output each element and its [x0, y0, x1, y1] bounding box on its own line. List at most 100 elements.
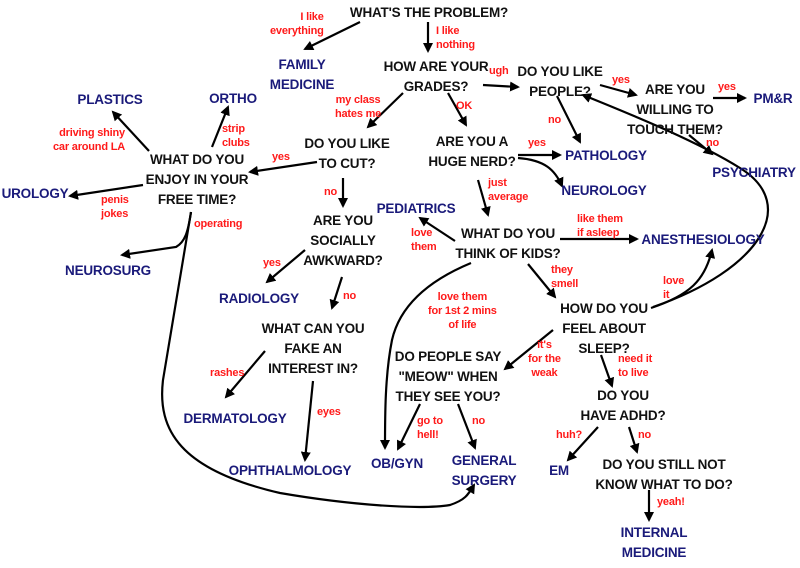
question-line: SOCIALLY — [310, 233, 376, 248]
result-internal-medicine: INTERNAL MEDICINE — [621, 523, 688, 563]
edge-label-line: no — [638, 429, 652, 441]
result-line: MEDICINE — [269, 77, 335, 92]
result-dermatology: DERMATOLOGY — [183, 409, 286, 429]
edge-label-line: yes — [718, 81, 736, 93]
edge-label-operating: operating — [194, 217, 243, 231]
question-line: INTEREST IN? — [268, 361, 358, 376]
edge-label-love-first-mins: love them for 1st 2 mins of life — [428, 290, 497, 332]
arrow-problem-family — [303, 21, 361, 50]
question-line: HOW DO YOU — [560, 301, 648, 316]
edge-label-line: hates me — [335, 108, 382, 120]
edge-label-adhd-no: no — [638, 428, 651, 442]
edge-label-line: huh? — [556, 429, 583, 441]
edge-label-just-average: just average — [488, 176, 528, 204]
arrow-meow-gensurg — [456, 403, 477, 450]
result-line: PM&R — [753, 91, 793, 106]
result-line: NEUROLOGY — [561, 183, 647, 198]
question-still-not-know: DO YOU STILL NOT KNOW WHAT TO DO? — [595, 455, 732, 495]
edge-label-cut-no: no — [324, 185, 337, 199]
result-line: NEUROSURG — [65, 263, 151, 278]
edge-label-line: no — [343, 290, 357, 302]
edge-label-line: for the — [528, 353, 561, 365]
question-line: ARE YOU — [313, 213, 373, 228]
question-line: ENJOY IN YOUR — [145, 172, 249, 187]
result-ophthalmology: OPHTHALMOLOGY — [229, 461, 352, 481]
result-line: GENERAL — [451, 453, 517, 468]
question-think-of-kids: WHAT DO YOU THINK OF KIDS? — [455, 224, 560, 264]
arrow-free-neurosurg — [120, 211, 193, 259]
edge-label-line: I like — [300, 11, 324, 23]
question-line: WHAT DO YOU — [460, 226, 556, 241]
edge-label-line: of life — [448, 319, 477, 331]
question-whats-the-problem: WHAT'S THE PROBLEM? — [350, 3, 508, 23]
question-line: THINK OF KIDS? — [455, 246, 561, 261]
arrow-free-gensurg — [161, 211, 476, 509]
question-sleep: HOW DO YOU FEEL ABOUT SLEEP? — [560, 299, 648, 359]
arrow-people-pathology — [556, 95, 581, 144]
edge-label-line: operating — [194, 218, 243, 230]
question-line: HAVE ADHD? — [580, 408, 666, 423]
edge-label-line: OK — [456, 100, 473, 112]
result-line: OPHTHALMOLOGY — [228, 463, 352, 478]
edge-label-penis-jokes: penis jokes — [101, 193, 129, 221]
arrow-free-urology — [68, 183, 144, 200]
edge-label-line: it's — [537, 339, 552, 351]
edge-label-nerd-yes: yes — [528, 136, 546, 150]
edge-label-people-no: no — [548, 113, 561, 127]
edge-label-line: yeah! — [657, 496, 685, 508]
result-line: ANESTHESIOLOGY — [641, 232, 765, 247]
edge-label-line: if asleep — [577, 227, 620, 239]
edge-label-line: jokes — [101, 208, 129, 220]
question-line: SLEEP? — [578, 341, 630, 356]
edge-label-love-them: love them — [411, 226, 437, 254]
result-line: INTERNAL — [620, 525, 688, 540]
edge-label-for-the-weak: it's for the weak — [528, 338, 561, 380]
arrow-nerd-kids — [476, 179, 491, 217]
result-line: DERMATOLOGY — [183, 411, 287, 426]
result-pathology: PATHOLOGY — [565, 146, 647, 166]
arrow-grades-people — [482, 81, 520, 92]
edge-label-like-if-asleep: like them if asleep — [577, 212, 623, 240]
edge-label-line: them — [411, 241, 437, 253]
edge-label-line: strip — [222, 123, 245, 135]
edge-label-people-yes: yes — [612, 73, 630, 87]
edge-label-awkward-no: no — [343, 289, 356, 303]
edge-label-ugh: ugh — [489, 64, 509, 78]
edge-label-line: love — [411, 227, 433, 239]
question-line: DO PEOPLE SAY — [394, 349, 502, 364]
arrow-meow-obgyn — [397, 403, 421, 451]
edge-label-line: yes — [528, 137, 546, 149]
edge-label-line: need it — [618, 353, 653, 365]
arrow-kids-obgyn — [380, 261, 472, 450]
result-ortho: ORTHO — [209, 89, 257, 109]
edge-label-driving-shiny-car: driving shiny car around LA — [53, 126, 125, 154]
arrow-kids-pediatrics — [418, 216, 456, 242]
edge-label-line: like them — [577, 213, 623, 225]
result-line: SURGERY — [451, 473, 517, 488]
question-line: HOW ARE YOUR — [383, 59, 489, 74]
result-line: PATHOLOGY — [565, 148, 647, 163]
result-obgyn: OB/GYN — [371, 454, 423, 474]
edge-label-line: go to — [417, 415, 443, 427]
question-line: TOUCH THEM? — [627, 122, 723, 137]
edge-label-line: my class — [335, 94, 381, 106]
question-free-time: WHAT DO YOU ENJOY IN YOUR FREE TIME? — [146, 150, 249, 210]
edge-label-line: no — [706, 137, 720, 149]
edge-label-go-to-hell: go to hell! — [417, 414, 443, 442]
question-line: TO CUT? — [318, 156, 376, 171]
arrow-adhd-em — [566, 426, 599, 462]
question-line: WHAT CAN YOU — [261, 321, 365, 336]
edge-label-line: penis — [101, 194, 129, 206]
edge-label-line: yes — [263, 257, 281, 269]
question-line: DO YOU LIKE — [517, 64, 603, 79]
edge-label-line: hell! — [417, 429, 439, 441]
result-line: UROLOGY — [1, 186, 69, 201]
question-line: FREE TIME? — [157, 192, 237, 207]
result-radiology: RADIOLOGY — [219, 289, 299, 309]
arrow-awkward-radiology — [265, 249, 306, 284]
question-line: WHAT'S THE PROBLEM? — [349, 5, 509, 20]
result-neurosurg: NEUROSURG — [65, 261, 151, 281]
question-socially-awkward: ARE YOU SOCIALLY AWKWARD? — [303, 211, 383, 271]
question-line: ARE YOU A — [435, 134, 509, 149]
result-line: PEDIATRICS — [376, 201, 456, 216]
